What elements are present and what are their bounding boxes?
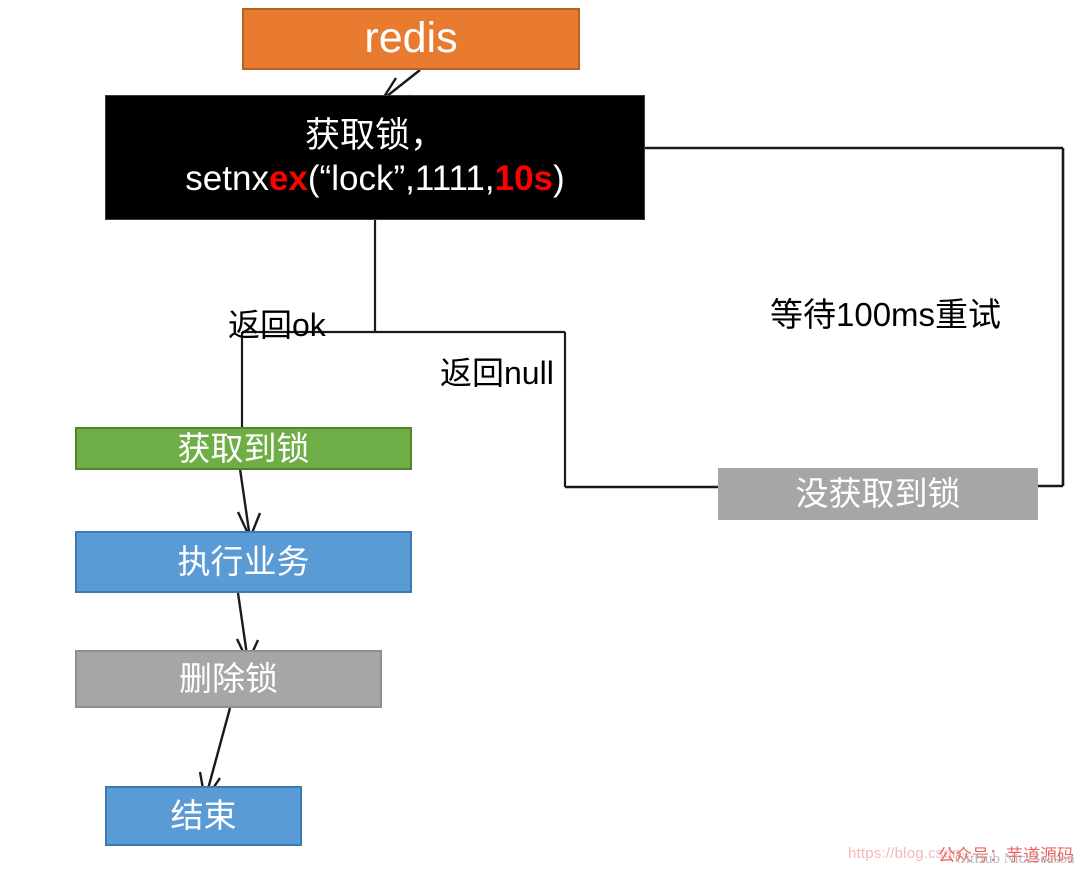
- node-redis-label: redis: [364, 14, 458, 63]
- node-execute-business-label: 执行业务: [177, 543, 310, 581]
- code-emphasis-ttl: 10s: [494, 158, 554, 198]
- node-end-label: 结束: [170, 797, 237, 835]
- node-delete-lock[interactable]: 删除锁: [75, 650, 382, 708]
- node-acquire-line1: 获取锁，: [304, 116, 445, 156]
- code-mid: (“lock”,1111,: [307, 158, 495, 198]
- edge-label-return-null: 返回null: [440, 355, 554, 391]
- node-acquire-code: setnxex(“lock”,1111,10s): [185, 159, 564, 199]
- node-no-lock-acquired[interactable]: 没获取到锁: [718, 468, 1038, 520]
- node-acquire-lock[interactable]: 获取锁， setnxex(“lock”,1111,10s): [105, 95, 645, 220]
- watermark-github: GitHub NiceSeason: [955, 851, 1075, 867]
- code-suffix: ): [553, 158, 565, 198]
- node-got-lock[interactable]: 获取到锁: [75, 427, 412, 470]
- edge-label-wait-retry: 等待100ms重试: [770, 296, 1002, 333]
- node-no-lock-acquired-label: 没获取到锁: [795, 475, 961, 513]
- watermark-wechat: 公众号：芋道源码: [938, 846, 1074, 865]
- node-got-lock-label: 获取到锁: [177, 429, 310, 467]
- node-end[interactable]: 结束: [105, 786, 302, 846]
- node-delete-lock-label: 删除锁: [179, 660, 278, 698]
- code-prefix: setnx: [185, 158, 269, 198]
- code-emphasis-ex: ex: [268, 158, 308, 198]
- node-execute-business[interactable]: 执行业务: [75, 531, 412, 593]
- node-redis[interactable]: redis: [242, 8, 580, 70]
- watermark-url: https://blog.csdn: [848, 845, 961, 862]
- edge-label-return-ok: 返回ok: [228, 307, 326, 343]
